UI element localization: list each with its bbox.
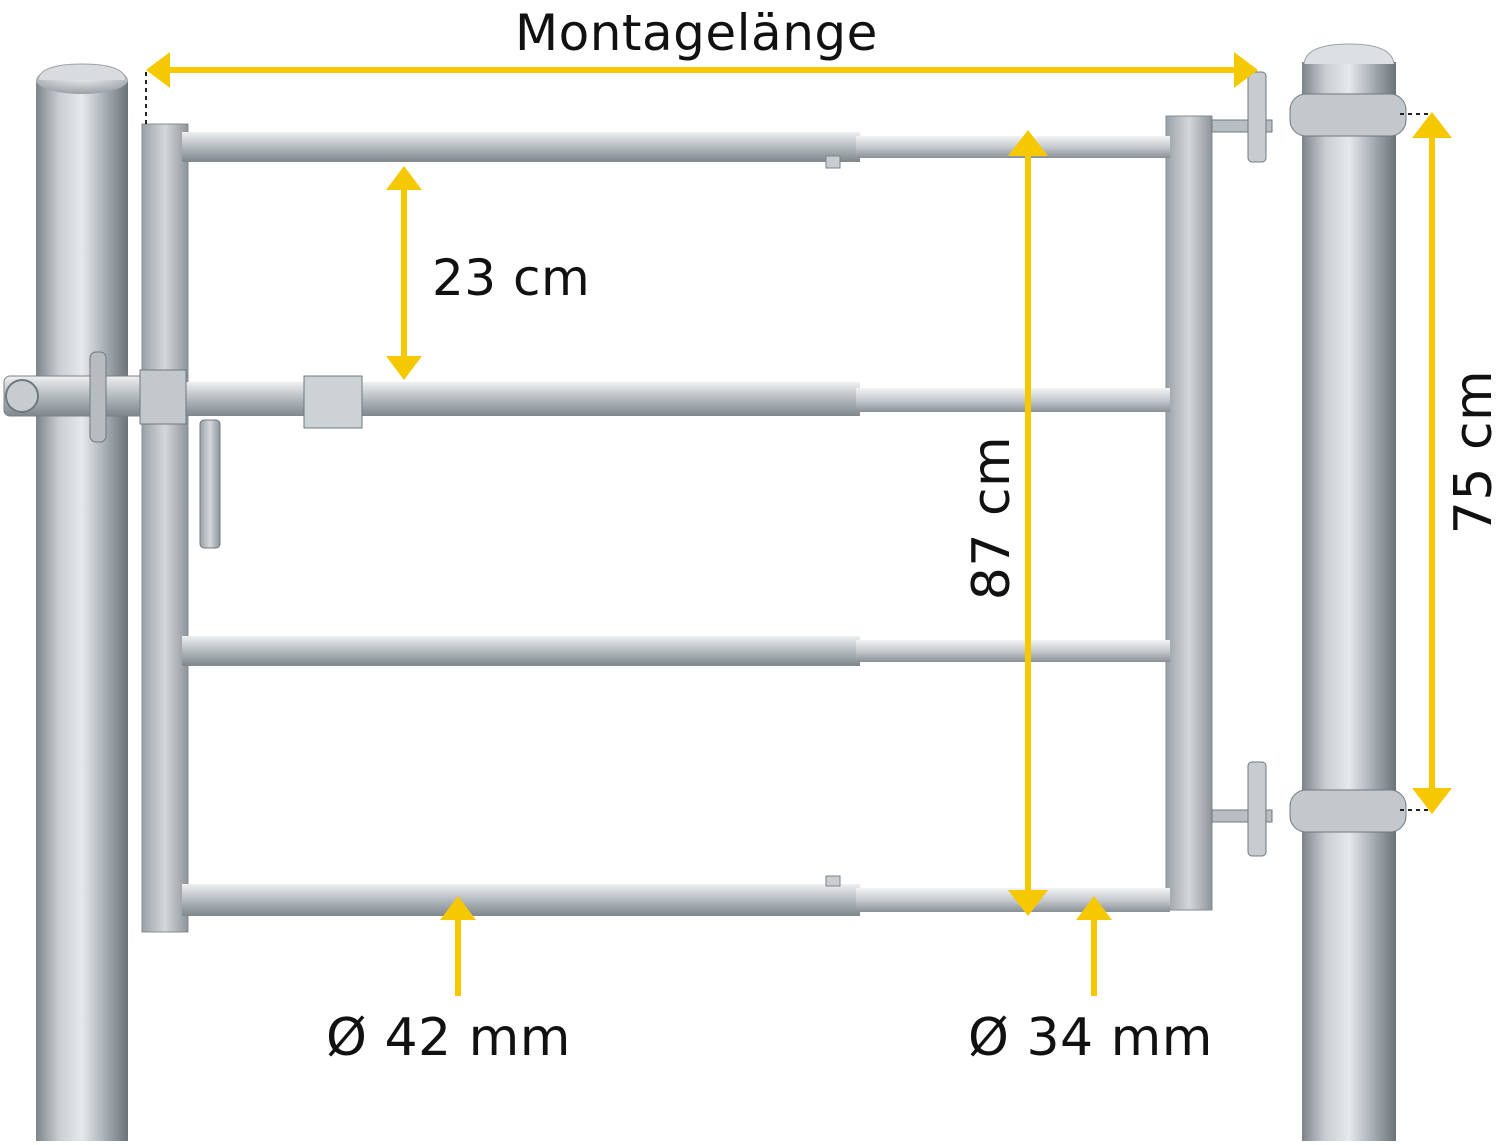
reference-lines [145, 72, 1432, 811]
arrow-diameter-inner [1076, 896, 1112, 996]
arrow-gate-height [1008, 130, 1048, 916]
arrow-mounting-length [146, 52, 1258, 88]
latch [3, 351, 363, 549]
arrow-diameter-outer [440, 896, 476, 996]
right-frame [1165, 115, 1213, 911]
arrow-bar-spacing [386, 166, 422, 380]
hinge-bottom [1211, 761, 1407, 857]
label-diameter-outer: Ø 42 mm [326, 1008, 571, 1068]
label-hinge-spacing: 75 cm [1444, 369, 1500, 535]
arrow-hinge-spacing [1412, 112, 1452, 814]
label-gate-height: 87 cm [962, 435, 1022, 601]
gate-bars [182, 132, 1170, 916]
left-frame-plate [141, 123, 189, 933]
label-bar-spacing: 23 cm [432, 249, 591, 307]
right-post [1302, 43, 1396, 1141]
dimension-arrows [146, 52, 1452, 996]
hinge-top [1211, 71, 1407, 163]
label-diameter-inner: Ø 34 mm [968, 1008, 1213, 1068]
label-mounting-length: Montagelänge [515, 4, 878, 62]
left-post [36, 63, 128, 1141]
